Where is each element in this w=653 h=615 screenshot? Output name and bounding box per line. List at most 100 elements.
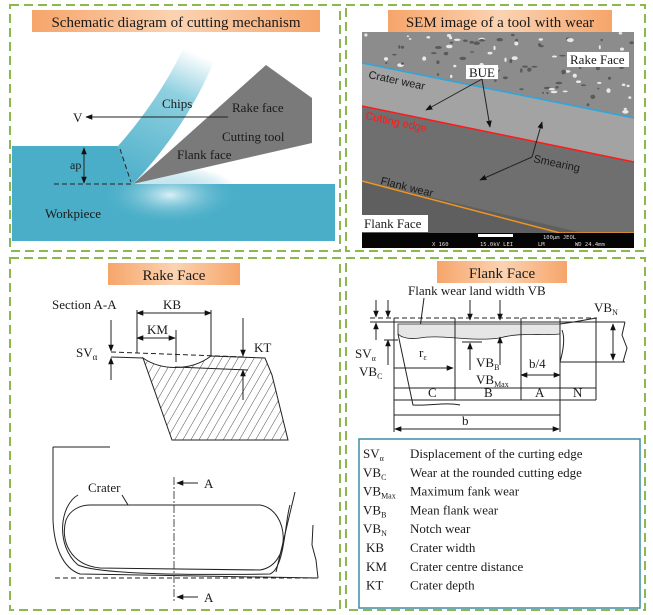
texture-speck: [400, 45, 405, 49]
texture-speck: [436, 73, 440, 76]
legend-description: Crater centre distance: [410, 559, 524, 574]
notch: [559, 317, 597, 363]
texture-speck: [546, 91, 549, 95]
texture-speck: [622, 109, 629, 114]
texture-speck: [511, 33, 515, 37]
legend-description: Maximum fank wear: [410, 484, 520, 499]
rake-face-box: [567, 52, 629, 67]
bue-arrow: [425, 78, 483, 111]
texture-speck: [509, 59, 513, 64]
crater-depth-line: [174, 366, 249, 371]
texture-speck: [626, 84, 630, 88]
texture-speck: [519, 88, 524, 91]
velocity-label: V: [73, 110, 83, 125]
zone-c-label: C: [428, 385, 437, 400]
texture-speck: [620, 47, 624, 51]
voltage-text: 15.0kV LEI: [480, 242, 513, 248]
texture-speck: [406, 35, 410, 37]
sem-info-bar: [362, 233, 634, 248]
title-box: [437, 261, 567, 283]
texture-speck: [422, 56, 427, 61]
rake-texture: [364, 31, 634, 114]
texture-speck: [392, 53, 397, 56]
texture-speck: [446, 44, 453, 49]
crater-wear-line: [361, 62, 635, 119]
rake-face-label: Rake face: [232, 100, 284, 115]
tool-section: [142, 355, 289, 441]
crater-outer-band: [62, 494, 291, 575]
crater-region: [362, 63, 634, 162]
texture-speck: [579, 66, 582, 70]
mag-text: X 160: [432, 242, 449, 248]
texture-speck: [561, 70, 565, 75]
texture-speck: [493, 45, 496, 51]
section-a-top-label: A: [204, 476, 214, 491]
cutting-edge-line: [361, 105, 635, 163]
texture-speck: [566, 38, 574, 43]
legend-description: Displacement of the curting edge: [410, 446, 583, 461]
legend-description: Notch wear: [410, 521, 471, 536]
title: Rake Face: [143, 268, 206, 284]
original-edge-line: [110, 351, 246, 358]
texture-speck: [520, 68, 523, 73]
flank-face-box: [362, 215, 428, 232]
panel-rake-border: [9, 257, 341, 611]
texture-speck: [436, 60, 440, 65]
edge-line: [110, 356, 144, 359]
bue-label: BUE: [469, 65, 495, 80]
texture-speck: [559, 54, 566, 57]
texture-speck: [408, 38, 412, 40]
texture-speck: [618, 31, 623, 35]
bue-box: [466, 65, 498, 79]
vbb-label: VBB: [476, 355, 499, 372]
texture-speck: [581, 84, 586, 87]
title: Flank Face: [469, 266, 536, 282]
tool-break-edge: [621, 321, 628, 363]
legend-symbol: SVα: [363, 446, 385, 463]
scale-bar: [478, 234, 513, 237]
depth-label: ap: [70, 158, 81, 172]
bue-arrow: [481, 78, 492, 128]
texture-speck: [621, 83, 626, 87]
workpiece-label: Workpiece: [45, 206, 101, 221]
title-box: [108, 263, 240, 285]
sv-label: SVα: [355, 346, 377, 363]
texture-speck: [521, 65, 529, 68]
zone-a-label: A: [535, 385, 545, 400]
legend-symbol: VBB: [363, 502, 386, 519]
zone-n-label: N: [573, 385, 583, 400]
texture-speck: [572, 73, 577, 78]
texture-speck: [590, 94, 596, 100]
texture-speck: [453, 64, 457, 68]
legend-symbol: KM: [366, 559, 387, 574]
texture-speck: [511, 56, 518, 60]
texture-speck: [538, 38, 543, 41]
tool-side-edge: [311, 524, 319, 579]
texture-speck: [449, 41, 454, 44]
panel-cutting: Schematic diagram of cutting mechanism V…: [12, 10, 335, 241]
legend-description: Wear at the rounded cutting edge: [410, 465, 582, 480]
crater-outline: [63, 504, 284, 571]
texture-speck: [527, 67, 532, 72]
texture-speck: [463, 39, 468, 42]
texture-speck: [398, 45, 401, 49]
kb-label: KB: [163, 297, 181, 312]
flank-lower-region: [362, 181, 634, 248]
panel-sem: SEM image of a tool with wear 100μm JEOL…: [361, 10, 635, 248]
texture-speck: [562, 90, 568, 93]
texture-speck: [586, 103, 590, 107]
texture-speck: [400, 62, 404, 65]
mode-text: LM: [538, 242, 545, 248]
cutting-tool: [133, 65, 312, 184]
section-a-bottom-label: A: [204, 590, 214, 605]
texture-speck: [531, 65, 538, 68]
legend-symbol: VBMax: [363, 484, 396, 501]
legend-description: Crater depth: [410, 578, 475, 593]
panel-sem-border: [345, 4, 646, 252]
texture-speck: [548, 88, 555, 91]
section-label: Section A-A: [52, 297, 117, 312]
vbmax-label: VBMax: [476, 372, 509, 389]
texture-speck: [515, 38, 518, 42]
